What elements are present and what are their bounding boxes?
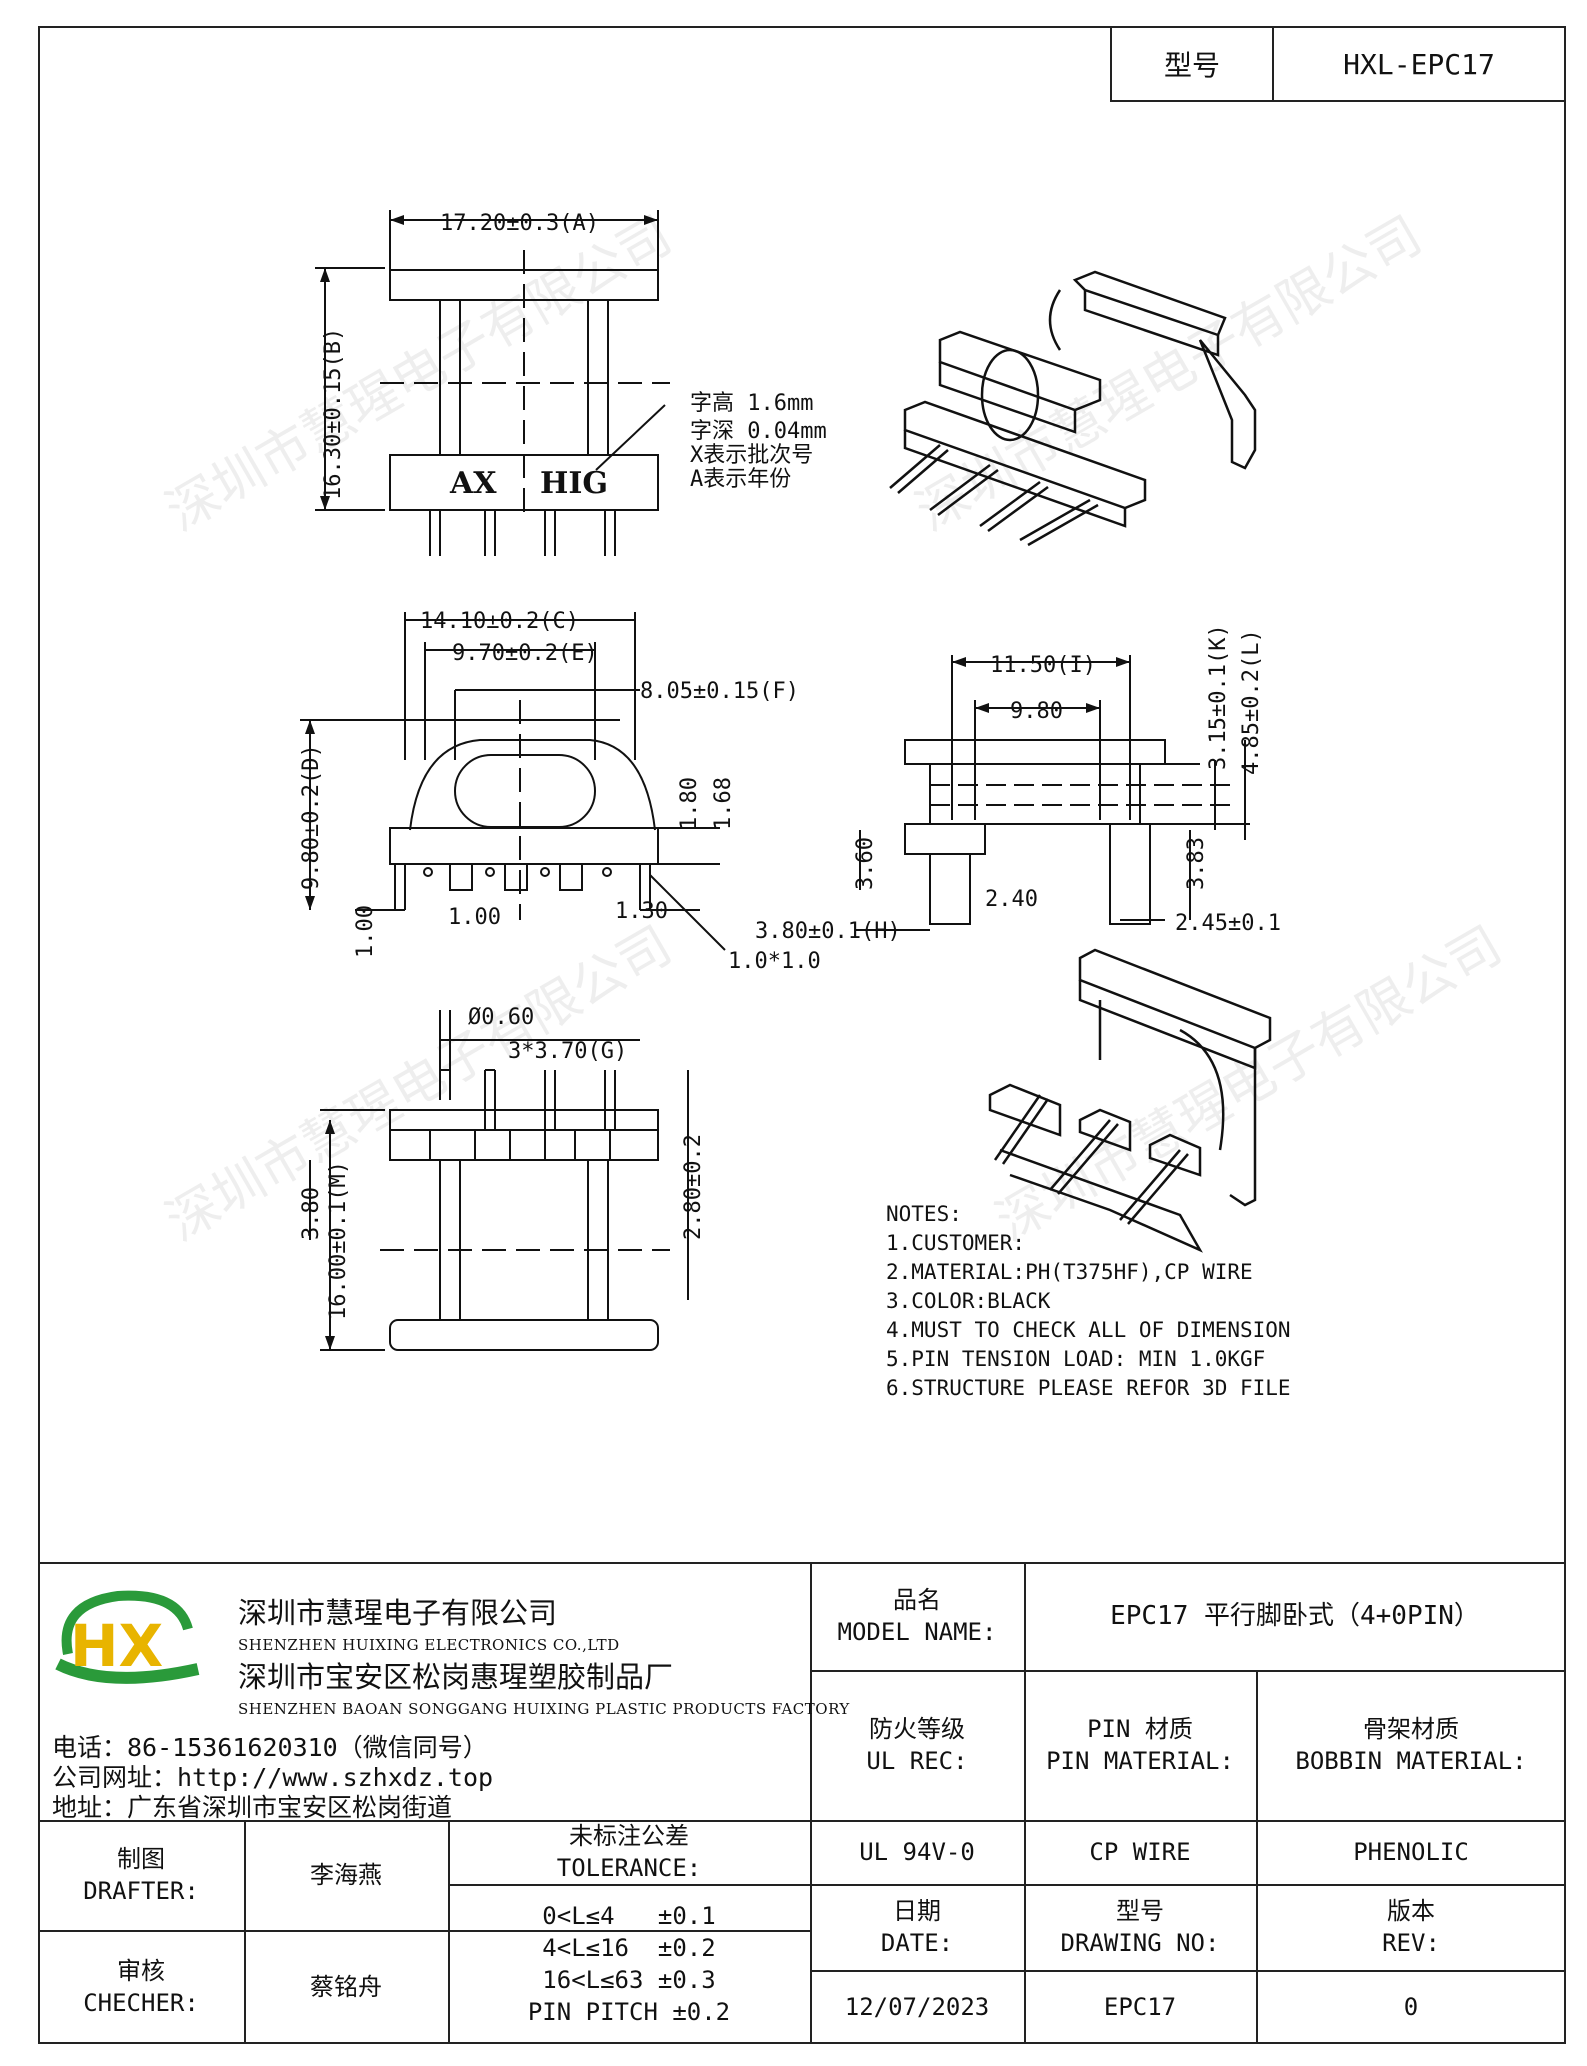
checker-label: 审核 CHECHER: <box>83 1957 199 2017</box>
callout-line-2: 字深 0.04mm <box>690 419 827 444</box>
note-item: 4.MUST TO CHECK ALL OF DIMENSION <box>886 1318 1291 1342</box>
dim-2-80: 2.80±0.2 <box>681 1134 706 1240</box>
dim-l: 4.85±0.2(L) <box>1239 629 1264 775</box>
company-name-en: SHENZHEN HUIXING ELECTRONICS CO.,LTD <box>238 1636 620 1654</box>
drawing-no-value: EPC17 <box>1103 1993 1177 2021</box>
website-text: 公司网址：http://www.szhxdz.top <box>52 1763 494 1792</box>
callout-line-3: X表示批次号 <box>690 443 813 468</box>
dim-e: 9.70±0.2(E) <box>452 641 598 666</box>
ul-rec-label: 防火等级 UL REC: <box>866 1715 968 1775</box>
note-item: 6.STRUCTURE PLEASE REFOR 3D FILE <box>886 1376 1291 1400</box>
note-item: 2.MATERIAL:PH(T375HF),CP WIRE <box>886 1260 1253 1284</box>
title-block: HX 深圳市慧瑆电子有限公司 SHENZHEN HUIXING ELECTRON… <box>38 1562 1566 2044</box>
logo-swoosh-icon <box>61 1590 193 1655</box>
notes-block: NOTES: 1.CUSTOMER: 2.MATERIAL:PH(T375HF)… <box>886 1200 1291 1403</box>
top-view <box>315 210 670 556</box>
dim-3-80: 3.80 <box>299 1187 324 1240</box>
dim-2-40: 2.40 <box>985 887 1038 912</box>
address-text: 地址：广东省深圳市宝安区松岗街道 <box>52 1793 453 1822</box>
marking-ax: AX <box>449 466 497 501</box>
iso-view-top <box>889 270 1257 547</box>
date-value: 12/07/2023 <box>844 1993 990 2021</box>
dim-1-80: 1.80 <box>677 777 702 830</box>
end-view <box>855 655 1250 931</box>
pin-material-label: PIN 材质 PIN MATERIAL: <box>1046 1715 1234 1775</box>
logo-text: HX <box>70 1612 163 1680</box>
model-header: 型号 HXL-EPC17 <box>1110 26 1566 102</box>
rev-label: 版本 REV: <box>1382 1897 1440 1957</box>
pin-material-value: CP WIRE <box>1089 1838 1191 1866</box>
dim-2-45: 2.45±0.1 <box>1175 911 1281 936</box>
dim-d: 9.80±0.2(D) <box>299 744 324 890</box>
dim-9-80: 9.80 <box>1010 699 1063 724</box>
model-name-label: 品名 MODEL NAME: <box>837 1586 997 1646</box>
factory-name-en: SHENZHEN BAOAN SONGGANG HUIXING PLASTIC … <box>238 1700 850 1718</box>
bobbin-material-value: PHENOLIC <box>1353 1838 1469 1866</box>
factory-name-cn: 深圳市宝安区松岗惠瑆塑胶制品厂 <box>238 1660 674 1694</box>
tolerance-table: 0<L≤4 ±0.1 4<L≤16 ±0.2 16<L≤63 ±0.3 PIN … <box>527 1902 731 2026</box>
model-name-value: EPC17 平行脚卧式（4+0PIN） <box>1110 1601 1480 1631</box>
dim-k: 3.15±0.1(K) <box>1206 624 1231 770</box>
dim-m: 16.00±0.1(M) <box>326 1161 351 1320</box>
callout-line-4: A表示年份 <box>690 467 791 492</box>
note-item: 1.CUSTOMER: <box>886 1231 1026 1255</box>
tolerance-label: 未标注公差 TOLERANCE: <box>556 1822 702 1882</box>
bottom-view <box>309 1010 689 1351</box>
model-label: 型号 <box>1112 28 1274 100</box>
dim-g: 3*3.70(G) <box>508 1039 627 1064</box>
dim-c: 14.10±0.2(C) <box>420 609 579 634</box>
dim-h: 3.80±0.1(H) <box>755 919 901 944</box>
date-label: 日期 DATE: <box>880 1897 954 1957</box>
dim-1-00-b: 1.00 <box>448 905 501 930</box>
callout-line-1: 字高 1.6mm <box>690 391 813 416</box>
phone-text: 电话：86-15361620310（微信同号） <box>52 1733 488 1762</box>
bobbin-material-label: 骨架材质 BOBBIN MATERIAL: <box>1295 1715 1527 1775</box>
note-item: 5.PIN TENSION LOAD: MIN 1.0KGF <box>886 1347 1266 1371</box>
ul-rec-value: UL 94V-0 <box>859 1838 975 1866</box>
dim-1-00-a: 1.00 <box>353 905 378 958</box>
model-value: HXL-EPC17 <box>1343 47 1495 81</box>
dim-b: 16.30±0.15(B) <box>321 328 346 500</box>
dim-1-0x1-0: 1.0*1.0 <box>728 949 821 974</box>
dim-3-60: 3.60 <box>853 837 878 890</box>
company-name-cn: 深圳市慧瑆电子有限公司 <box>238 1596 558 1630</box>
dim-1-68: 1.68 <box>711 777 736 830</box>
drafter-label: 制图 DRAFTER: <box>83 1845 199 1905</box>
dim-i: 11.50(I) <box>990 653 1096 678</box>
company-logo: HX <box>55 1590 200 1684</box>
side-view <box>300 612 726 951</box>
checker-value: 蔡铭舟 <box>310 1973 382 2001</box>
iso-view-bottom <box>988 948 1272 1253</box>
technical-drawing: 17.20±0.3(A) 16.30±0.15(B) AX HIG 字高 1.6… <box>299 210 1281 1351</box>
note-item: 3.COLOR:BLACK <box>886 1289 1051 1313</box>
dim-a: 17.20±0.3(A) <box>440 211 599 236</box>
dim-3-83: 3.83 <box>1184 837 1209 890</box>
rev-value: 0 <box>1403 1993 1419 2021</box>
drawing-frame <box>38 26 1566 2044</box>
notes-heading: NOTES: <box>886 1202 962 1226</box>
dim-f: 8.05±0.15(F) <box>640 679 799 704</box>
drawing-no-label: 型号 DRAWING NO: <box>1060 1897 1220 1957</box>
marking-hig: HIG <box>540 466 608 501</box>
dim-1-30: 1.30 <box>615 899 668 924</box>
dim-phi: Ø0.60 <box>468 1005 534 1030</box>
drafter-value: 李海燕 <box>310 1861 382 1889</box>
